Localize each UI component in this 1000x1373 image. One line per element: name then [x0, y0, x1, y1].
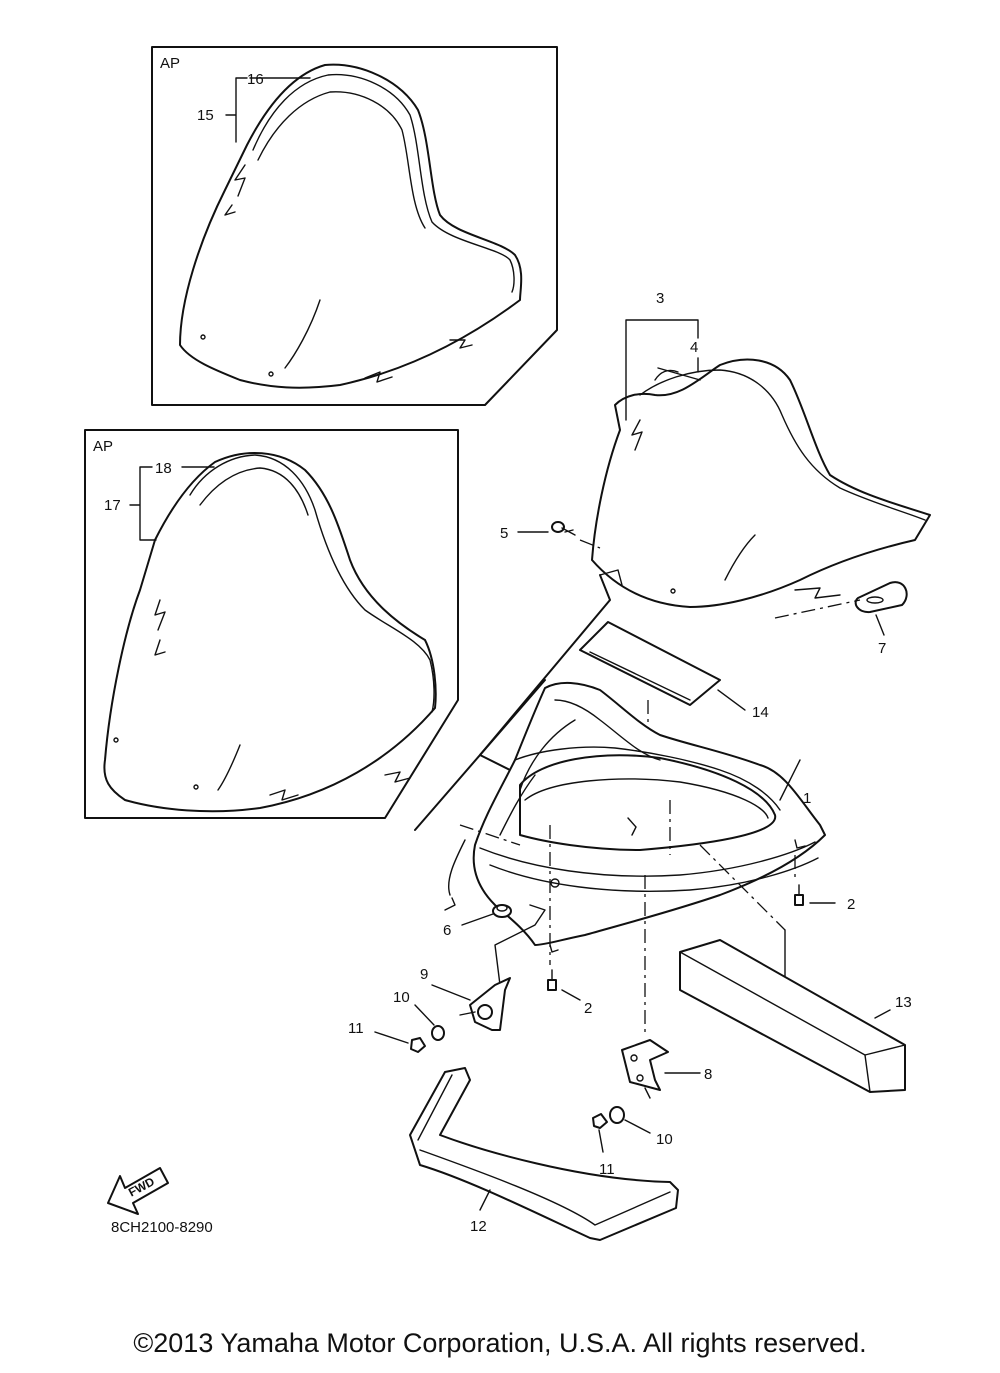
callout-6: 6 [443, 922, 451, 939]
copyright-footer: ©2013 Yamaha Motor Corporation, U.S.A. A… [133, 1328, 867, 1358]
callout-5: 5 [500, 525, 508, 542]
callout-13: 13 [895, 994, 912, 1011]
callout-15: 15 [197, 107, 214, 124]
callout-16: 16 [247, 71, 264, 88]
bolt-2-bottom: 2 [547, 969, 592, 1017]
windshield-standard: 3 4 [591, 290, 931, 608]
callout-7: 7 [878, 640, 886, 657]
bracket-8: 8 [621, 1039, 712, 1099]
screw-5: 5 [500, 521, 601, 549]
bolt-2-right: 2 [794, 884, 855, 913]
box-label-middle: AP [93, 438, 113, 455]
pad-14: 14 [579, 621, 769, 790]
callout-8: 8 [704, 1066, 712, 1083]
bumper-12: 12 [409, 1067, 679, 1241]
callout-4: 4 [690, 339, 698, 356]
callout-10-left: 10 [393, 989, 410, 1006]
callout-17: 17 [104, 497, 121, 514]
clip-7: 7 [774, 581, 908, 657]
callout-12: 12 [470, 1218, 487, 1235]
callout-2-bottom: 2 [584, 1000, 592, 1017]
fwd-arrow-icon: FWD [107, 1167, 169, 1215]
callout-14: 14 [752, 704, 769, 721]
hardware-left: 10 11 [348, 989, 445, 1053]
windshield-tall [179, 63, 523, 389]
callout-3: 3 [656, 290, 664, 307]
windshield-wide [103, 452, 437, 813]
callout-9: 9 [420, 966, 428, 983]
hardware-right: 10 11 [592, 1106, 673, 1178]
foam-13: 13 [679, 939, 912, 1093]
callout-11-left: 11 [348, 1020, 364, 1037]
callout-18: 18 [155, 460, 172, 477]
callout-2-right: 2 [847, 896, 855, 913]
option-box-middle: AP 18 17 [84, 429, 459, 819]
box-label-top: AP [160, 55, 180, 72]
cowl-1: 1 [444, 682, 826, 953]
drawing-code: 8CH2100-8290 [111, 1219, 213, 1236]
option-box-top: AP 16 15 [151, 46, 558, 406]
callout-1: 1 [803, 790, 811, 807]
callout-11-right: 11 [599, 1161, 615, 1178]
bracket-9: 9 [420, 966, 511, 1031]
grommet-6: 6 [443, 904, 512, 939]
callout-10-right: 10 [656, 1131, 673, 1148]
